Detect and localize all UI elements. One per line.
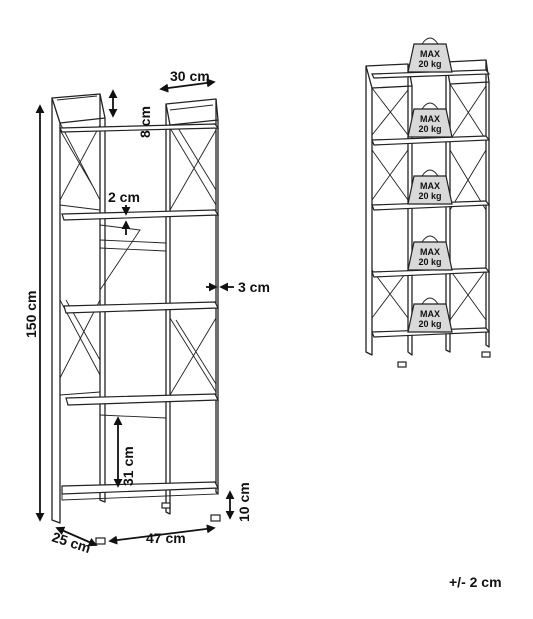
weight-1-line2: 20 kg [418, 59, 441, 69]
weight-3: MAX 20 kg [407, 169, 453, 205]
weight-5: MAX 20 kg [407, 297, 453, 333]
dim-shelf-thickness: 2 cm [108, 189, 140, 205]
weight-1-line1: MAX [420, 49, 440, 59]
weight-2: MAX 20 kg [407, 102, 453, 138]
weight-3-line2: 20 kg [418, 191, 441, 201]
weight-4-line2: 20 kg [418, 257, 441, 267]
weight-4: MAX 20 kg [407, 235, 453, 271]
dim-width: 47 cm [146, 530, 186, 546]
weight-3-line1: MAX [420, 181, 440, 191]
dimensioned-shelf-drawing: 30 cm 8 cm 2 cm 3 cm 150 cm 31 cm 10 cm … [23, 68, 270, 556]
dim-depth: 25 cm [50, 529, 93, 556]
weight-5-line2: 20 kg [418, 319, 441, 329]
weight-5-line1: MAX [420, 309, 440, 319]
dim-depth-top: 30 cm [170, 68, 210, 84]
dimension-arrows [35, 78, 235, 547]
dim-height: 150 cm [23, 291, 39, 338]
weight-4-line1: MAX [420, 247, 440, 257]
weight-2-line2: 20 kg [418, 124, 441, 134]
weight-1: MAX 20 kg [407, 37, 453, 73]
tolerance-note: +/- 2 cm [449, 574, 502, 590]
dim-leg-height: 10 cm [236, 482, 252, 522]
weights: MAX 20 kg MAX 20 kg MAX 20 kg MAX 20 kg … [407, 37, 453, 333]
left-side-frame [51, 93, 106, 524]
weight-2-line1: MAX [420, 114, 440, 124]
dim-top-gap: 8 cm [137, 106, 153, 138]
dim-side-offset: 3 cm [238, 279, 270, 295]
shelves [59, 123, 220, 501]
dim-shelf-gap: 31 cm [120, 446, 136, 486]
